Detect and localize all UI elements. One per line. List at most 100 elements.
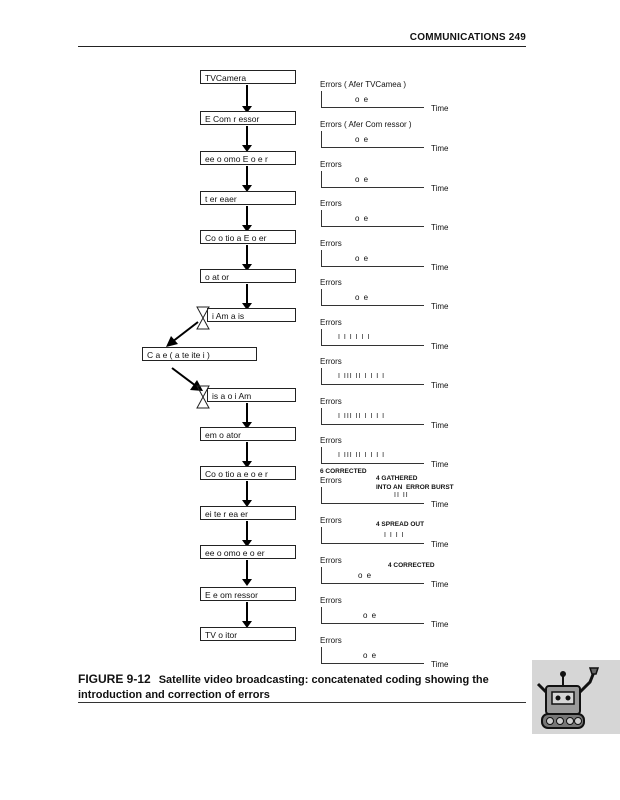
axis-vertical bbox=[321, 487, 322, 503]
axis-vertical bbox=[321, 447, 322, 463]
panel-title: Errors bbox=[320, 596, 342, 605]
panel-content: o e bbox=[355, 135, 370, 144]
time-label: Time bbox=[431, 144, 449, 153]
flow-arrow bbox=[242, 602, 252, 628]
block-demodulator: em o ator bbox=[200, 427, 296, 441]
axis-horizontal bbox=[321, 543, 424, 544]
error-panel: 6 CORRECTED Errors 4 GATHERED INTO AN ER… bbox=[318, 468, 478, 516]
figure-number: FIGURE 9-12 bbox=[78, 672, 151, 686]
time-label: Time bbox=[431, 500, 449, 509]
panel-title: Errors bbox=[320, 318, 342, 327]
antenna-receive-icon bbox=[196, 385, 210, 409]
uplink-arrow bbox=[166, 321, 199, 347]
error-marks: I III II I I I I bbox=[338, 413, 386, 420]
time-label: Time bbox=[431, 263, 449, 272]
axis-vertical bbox=[321, 171, 322, 187]
caption-text: Satellite video broadcasting: concatenat… bbox=[78, 674, 489, 701]
axis-vertical bbox=[321, 647, 322, 663]
axis-vertical bbox=[321, 368, 322, 384]
block-channel-satellite: C a e ( a te ite i ) bbox=[142, 347, 257, 361]
axis-horizontal bbox=[321, 463, 424, 464]
panel-content: o e bbox=[355, 214, 370, 223]
axis-vertical bbox=[321, 408, 322, 424]
error-panel: Errors 4 CORRECTED o e Time bbox=[318, 556, 478, 596]
axis-horizontal bbox=[321, 424, 424, 425]
caption-rule bbox=[78, 702, 526, 703]
panel-content: o e bbox=[363, 651, 378, 660]
flow-arrow bbox=[242, 442, 252, 468]
block-reed-solomon-decoder: ee o omo e o er bbox=[200, 545, 296, 559]
panel-title: Errors bbox=[320, 516, 342, 525]
block-convolutional-decoder: Co o tio a e o e r bbox=[200, 466, 296, 480]
note-corrected: 6 CORRECTED bbox=[320, 468, 367, 475]
axis-vertical bbox=[321, 527, 322, 543]
time-label: Time bbox=[431, 540, 449, 549]
time-label: Time bbox=[431, 381, 449, 390]
error-panel: Errors o e Time bbox=[318, 278, 478, 318]
note-gathered: 4 GATHERED INTO AN ERROR BURST bbox=[376, 475, 454, 491]
panel-title: Errors bbox=[320, 199, 342, 208]
panel-title: Errors bbox=[320, 556, 342, 565]
flow-arrow bbox=[242, 521, 252, 547]
panel-content: o e bbox=[355, 95, 370, 104]
time-label: Time bbox=[431, 342, 449, 351]
axis-vertical bbox=[321, 91, 322, 107]
time-label: Time bbox=[431, 460, 449, 469]
block-modulator: o at or bbox=[200, 269, 296, 283]
axis-horizontal bbox=[321, 147, 424, 148]
panel-content: o e bbox=[355, 293, 370, 302]
axis-horizontal bbox=[321, 503, 424, 504]
axis-horizontal bbox=[321, 266, 424, 267]
axis-vertical bbox=[321, 210, 322, 226]
block-receive-antenna: is a o i Am bbox=[207, 388, 296, 402]
axis-horizontal bbox=[321, 226, 424, 227]
block-deinterleaver: ei te r ea er bbox=[200, 506, 296, 520]
time-label: Time bbox=[431, 223, 449, 232]
robot-icon bbox=[536, 667, 600, 729]
axis-horizontal bbox=[321, 187, 424, 188]
flow-arrow bbox=[242, 206, 252, 232]
time-label: Time bbox=[431, 184, 449, 193]
panel-title: Errors bbox=[320, 397, 342, 406]
block-reed-solomon-encoder: ee o omo E o e r bbox=[200, 151, 296, 165]
panel-title: Errors bbox=[320, 239, 342, 248]
flow-arrow bbox=[242, 560, 252, 586]
panel-content: o e bbox=[358, 571, 373, 580]
axis-horizontal bbox=[321, 623, 424, 624]
axis-vertical bbox=[321, 289, 322, 305]
axis-vertical bbox=[321, 250, 322, 266]
axis-horizontal bbox=[321, 384, 424, 385]
block-compressor: E Com r essor bbox=[200, 111, 296, 125]
error-marks: I I I I bbox=[384, 532, 405, 539]
flow-arrow bbox=[242, 481, 252, 507]
panel-content: o e bbox=[363, 611, 378, 620]
error-panel: Errors I III II I I I I Time bbox=[318, 357, 478, 397]
error-panel: Errors I III II I I I I Time bbox=[318, 397, 478, 437]
panel-title: Errors bbox=[320, 160, 342, 169]
error-panel: Errors 4 SPREAD OUT I I I I Time bbox=[318, 516, 478, 556]
panel-title: Errors bbox=[320, 278, 342, 287]
error-panel: Errors o e Time bbox=[318, 160, 478, 200]
error-panel: Errors o e Time bbox=[318, 199, 478, 239]
panel-title: Errors bbox=[320, 636, 342, 645]
axis-horizontal bbox=[321, 663, 424, 664]
axis-vertical bbox=[321, 131, 322, 147]
flow-arrow bbox=[242, 85, 252, 113]
flow-arrow bbox=[242, 245, 252, 271]
error-marks: I III II I I I I bbox=[338, 452, 386, 459]
time-label: Time bbox=[431, 421, 449, 430]
time-label: Time bbox=[431, 302, 449, 311]
note-corrected: 4 CORRECTED bbox=[388, 562, 435, 569]
error-marks: I III II I I I I bbox=[338, 373, 386, 380]
axis-vertical bbox=[321, 329, 322, 345]
axis-horizontal bbox=[321, 583, 424, 584]
block-tv-monitor: TV o itor bbox=[200, 627, 296, 641]
time-label: Time bbox=[431, 104, 449, 113]
panel-title: Errors bbox=[320, 436, 342, 445]
axis-vertical bbox=[321, 567, 322, 583]
block-transmit-antenna: i Am a is bbox=[207, 308, 296, 322]
time-label: Time bbox=[431, 620, 449, 629]
block-convolutional-encoder: Co o tio a E o er bbox=[200, 230, 296, 244]
axis-horizontal bbox=[321, 345, 424, 346]
time-label: Time bbox=[431, 660, 449, 669]
